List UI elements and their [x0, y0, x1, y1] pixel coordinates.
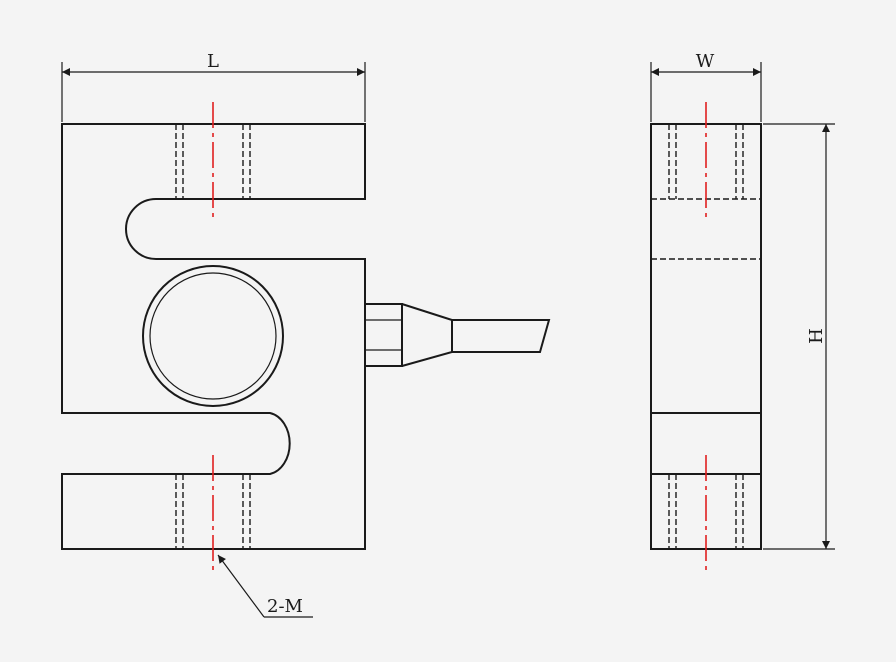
side-top-thread-hole	[668, 124, 744, 199]
width-dimension: W	[650, 51, 762, 122]
length-dimension: L	[61, 51, 366, 122]
cable	[452, 319, 551, 353]
thread-label: 2-M	[267, 596, 303, 617]
center-hole-outer	[142, 265, 284, 407]
s-body-outline	[61, 123, 366, 550]
side-bottom-thread-hole	[668, 474, 744, 549]
height-label: H	[806, 328, 827, 344]
cable-connector	[364, 303, 551, 367]
top-thread-hole	[175, 124, 251, 199]
length-label: L	[207, 51, 219, 72]
thread-leader: 2-M	[217, 554, 313, 618]
front-view: L 2-M	[61, 51, 551, 618]
height-dimension: H	[763, 123, 835, 550]
side-view: W H	[650, 51, 835, 570]
bottom-thread-hole	[175, 474, 251, 549]
width-label: W	[696, 51, 715, 72]
center-hole-inner	[149, 272, 277, 400]
